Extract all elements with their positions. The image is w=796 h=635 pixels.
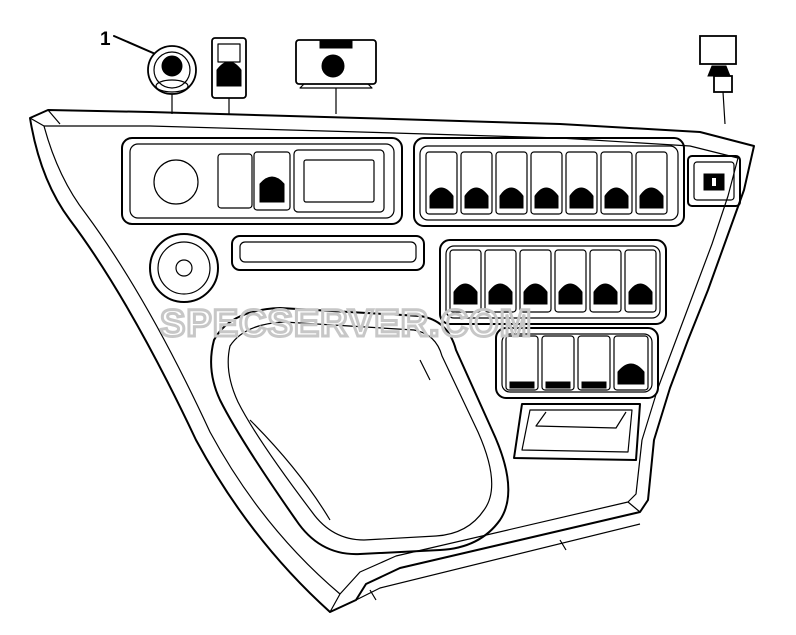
panel-edge-bevel [29,109,641,613]
round-knob-center [175,259,193,277]
large-opening-bezel [210,307,510,556]
panel-bottom-lip [355,523,641,601]
switch-bank-lower-inner [501,333,653,393]
switch-bank-lower-bezel [495,327,659,399]
switch-bank-middle-bezel [439,239,667,325]
switch-bank-lower [505,335,649,391]
top-left-cluster-bezel [121,137,403,225]
large-opening-inner [227,321,493,541]
part-round-switch [147,45,197,114]
storage-tray-outer [513,403,641,461]
switch-bank-top-inner [419,145,679,221]
rocker-switch-face [259,176,285,203]
switch-bank-top [425,151,668,215]
display-housing [293,149,385,213]
slot-vent-bezel [231,235,425,271]
panel-outer-outline [29,109,755,613]
storage-tray-inner [521,409,633,453]
part-rocker-switch [211,37,247,114]
blank-switch-slot [217,153,253,209]
switch-bank-middle-inner [445,245,661,319]
round-knob-ring [157,241,211,295]
slot-vent-inner [239,241,417,263]
display-window [303,159,375,203]
callout-number: 1 [100,29,111,50]
switch-bank-top-bezel [413,137,685,227]
small-switch-indicator [712,178,716,186]
part-display-module [295,39,377,114]
part-small-switch [699,35,737,125]
round-switch-housing [153,159,199,205]
large-opening-floor-line [249,359,431,521]
switch-bank-middle [449,249,657,313]
small-switch-inner [693,161,735,201]
round-knob-bezel [149,233,219,303]
watermark-text: SPECSERVER.COM [160,303,532,345]
top-left-cluster-inner [129,143,395,219]
callout-leader-line [113,35,161,57]
small-switch-bezel [687,155,741,207]
panel-inner-outline [43,125,739,595]
rocker-switch-housing [253,151,291,211]
